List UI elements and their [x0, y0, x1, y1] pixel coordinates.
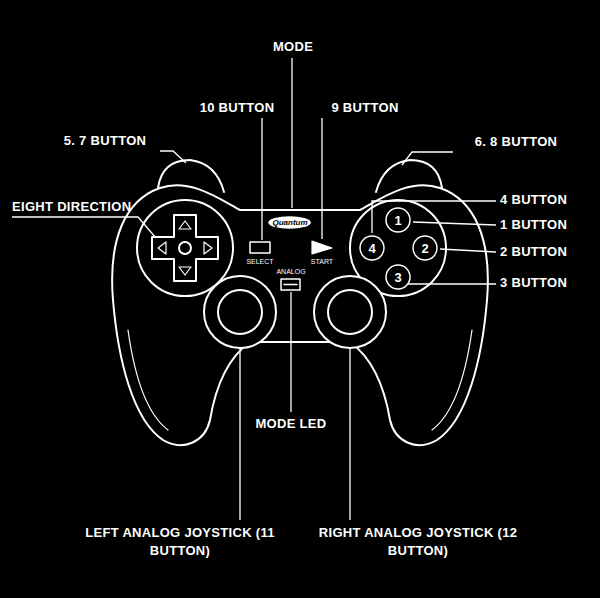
- brand-logo: Quantum: [268, 216, 311, 229]
- dpad-arrow: [179, 267, 191, 275]
- callout-label: 9 BUTTON: [331, 99, 398, 117]
- right-joystick: [314, 276, 386, 348]
- dpad-arrow: [179, 221, 191, 229]
- leader-line: [413, 222, 496, 225]
- leader-line: [404, 282, 496, 284]
- button-circle: [360, 236, 384, 260]
- callout-label: MODE LED: [255, 415, 326, 433]
- callout-label: RIGHT ANALOG JOYSTICK (12 BUTTON): [311, 524, 526, 560]
- brand-text: Quantum: [272, 218, 307, 227]
- face-button: 1: [385, 207, 411, 233]
- leader-line: [402, 152, 453, 165]
- leader-line: [321, 118, 322, 239]
- left-joystick: [204, 276, 276, 348]
- mode-led-bar: [284, 284, 297, 286]
- callout-label: 6. 8 BUTTON: [475, 133, 558, 151]
- left-joystick-cap: [218, 290, 262, 334]
- button-caption: START: [311, 258, 333, 266]
- button-circle: [386, 208, 410, 232]
- leader-line: [261, 118, 262, 240]
- button-caption: SELECT: [246, 258, 273, 266]
- callout-label: 1 BUTTON: [500, 216, 567, 234]
- right-joystick-cap: [328, 290, 372, 334]
- callout-label: 3 BUTTON: [500, 274, 567, 292]
- button-caption: ANALOG: [276, 268, 305, 276]
- callout-label: 4 BUTTON: [500, 191, 567, 209]
- dpad-arrow: [204, 242, 212, 254]
- select-button: [250, 242, 270, 253]
- leader-line: [291, 58, 292, 208]
- dpad-well: [137, 200, 233, 296]
- dpad-arrow: [158, 242, 166, 254]
- callout-label: 2 BUTTON: [500, 243, 567, 261]
- face-button: 4: [359, 235, 385, 261]
- face-button: 2: [412, 235, 438, 261]
- leader-line: [372, 201, 496, 233]
- button-circle: [413, 236, 437, 260]
- leader-line: [349, 349, 350, 520]
- mode-led: [281, 279, 300, 290]
- leader-line: [12, 217, 156, 238]
- leader-line: [440, 249, 496, 252]
- controller-body: [112, 185, 488, 445]
- dpad-center: [179, 242, 191, 254]
- button-number: 3: [394, 270, 401, 285]
- button-number: 1: [394, 213, 401, 228]
- callout-label: EIGHT DIRECTION: [12, 198, 131, 216]
- button-number: 4: [368, 241, 375, 256]
- logo-oval: [269, 217, 310, 228]
- dpad-cross: [152, 215, 218, 281]
- callout-label: MODE: [273, 38, 313, 56]
- start-button: [312, 241, 332, 254]
- callout-label: LEFT ANALOG JOYSTICK (11 BUTTON): [73, 524, 288, 560]
- leader-line: [290, 292, 291, 412]
- face-button: 3: [385, 264, 411, 290]
- callout-label: 10 BUTTON: [200, 99, 275, 117]
- grip-line: [432, 330, 472, 430]
- button-number: 2: [421, 241, 428, 256]
- leader-line: [160, 151, 186, 163]
- callout-label: 5. 7 BUTTON: [64, 132, 147, 150]
- leader-line: [239, 349, 240, 520]
- button-circle: [386, 265, 410, 289]
- grip-line: [128, 330, 168, 430]
